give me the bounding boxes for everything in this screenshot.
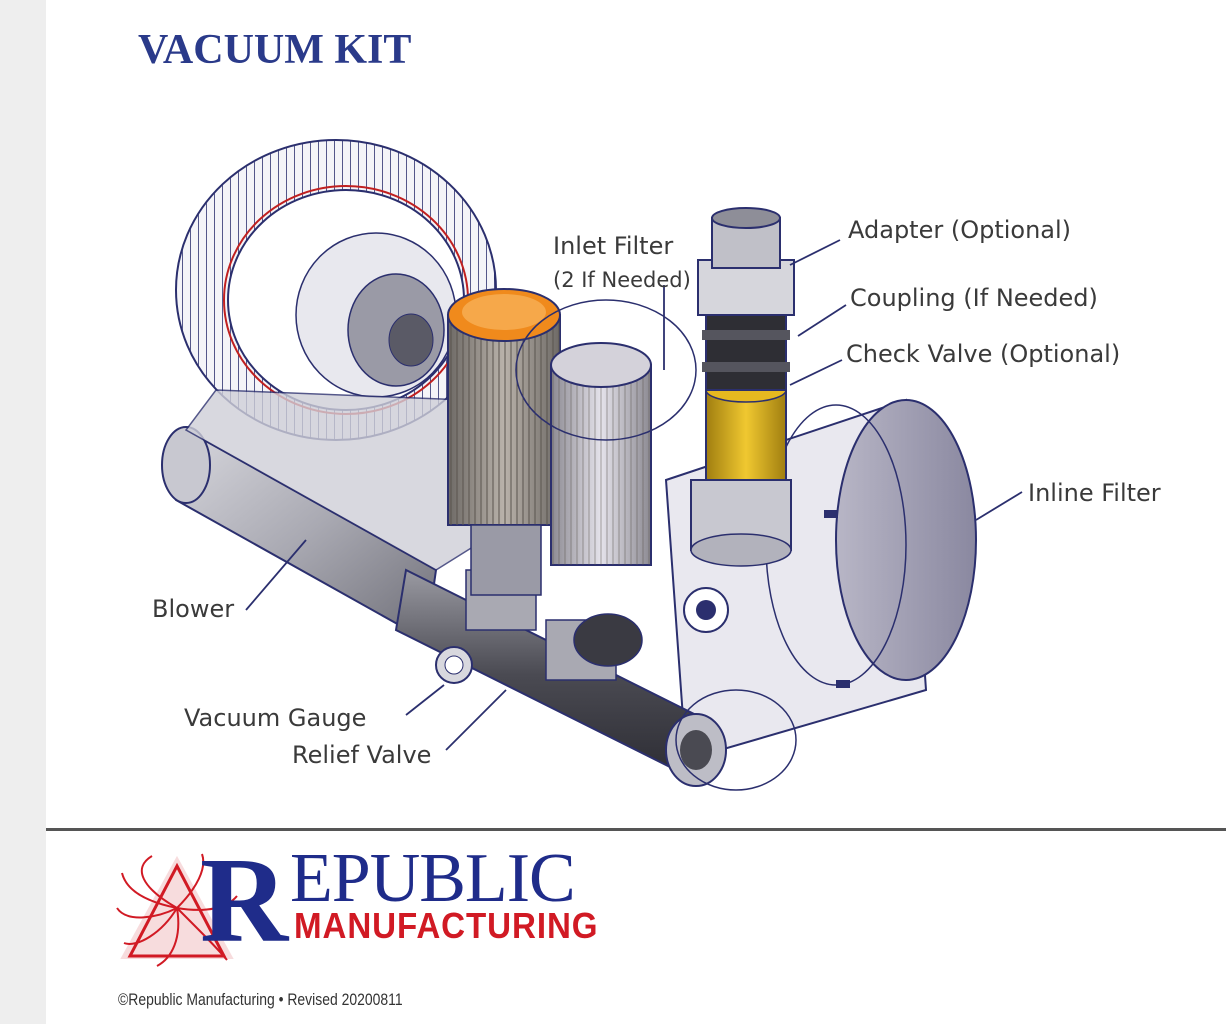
- republic-manufacturing-logo: R EPUBLIC MANUFACTURING: [112, 840, 612, 970]
- logo-word-bottom: MANUFACTURING: [294, 905, 599, 946]
- blower-fan-housing: [175, 139, 497, 441]
- label-adapter: Adapter (Optional): [848, 216, 1072, 244]
- label-inline-filter: Inline Filter: [1028, 479, 1161, 507]
- label-relief-valve: Relief Valve: [292, 741, 432, 769]
- swirl-emblem-icon: [116, 853, 238, 967]
- label-coupling: Coupling (If Needed): [850, 284, 1098, 312]
- label-vacuum-gauge: Vacuum Gauge: [184, 704, 367, 732]
- label-inlet-filter-note: (2 If Needed): [553, 268, 691, 292]
- page-title: VACUUM KIT: [138, 27, 412, 73]
- label-blower: Blower: [152, 595, 235, 623]
- label-inlet-filter: Inlet Filter: [553, 232, 674, 260]
- vacuum-gauge: [435, 646, 473, 684]
- left-margin-strip: [0, 0, 46, 1024]
- inlet-filter-orange: [447, 288, 561, 596]
- footer-copyright: ©Republic Manufacturing • Revised 202008…: [118, 990, 403, 1009]
- logo-word-top: EPUBLIC: [290, 840, 576, 917]
- inlet-filter-grey: [515, 299, 697, 566]
- leader-lines: [245, 239, 1023, 751]
- logo-initial: R: [200, 833, 289, 968]
- blower-body: [161, 389, 517, 642]
- label-check-valve: Check Valve (Optional): [846, 340, 1121, 368]
- vacuum-kit-illustration: [161, 139, 1023, 791]
- vertical-stack: [690, 207, 795, 567]
- footer-divider: [46, 828, 1226, 831]
